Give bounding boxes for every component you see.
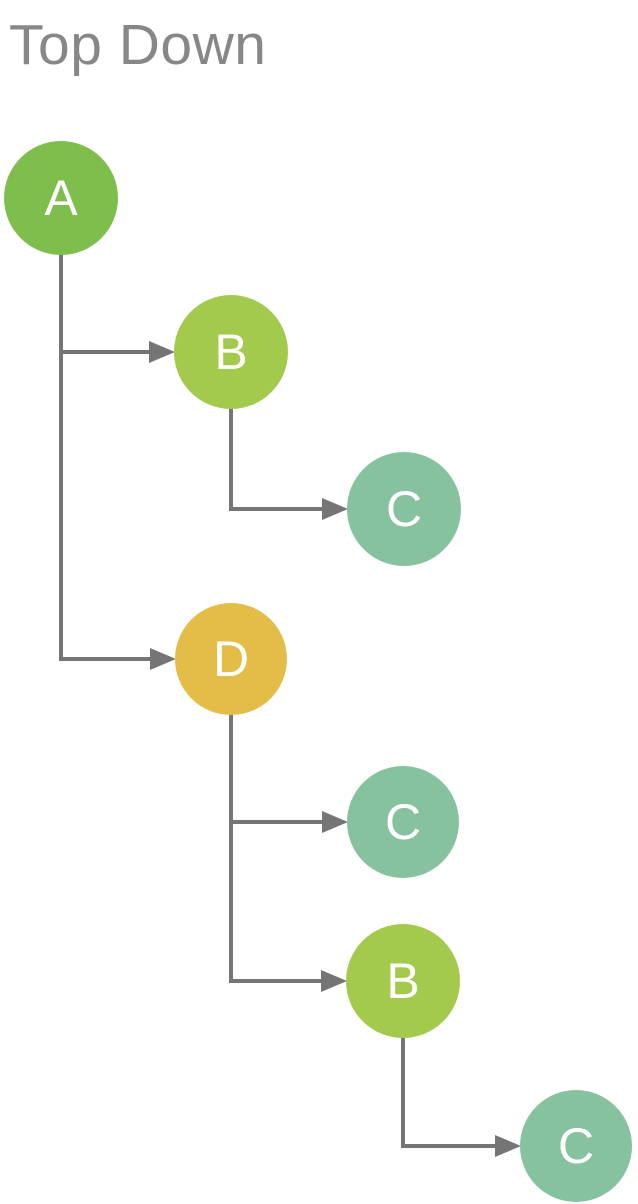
node-circle[interactable] [347,766,459,878]
arrowhead-icon [149,341,175,363]
edge-B1-to-C1 [229,408,348,520]
node-C1[interactable]: C [347,452,461,566]
edge-line [229,714,323,983]
edge-D-to-C2 [229,714,348,833]
edge-A-to-B1 [59,254,175,363]
arrowhead-icon [495,1135,521,1157]
node-label: A [44,170,78,226]
edge-line [59,254,152,661]
node-D[interactable]: D [175,603,287,715]
node-A[interactable]: A [4,141,118,255]
edge-D-to-B2 [229,714,347,992]
arrowhead-icon [322,811,348,833]
node-C3[interactable]: C [520,1090,632,1202]
node-circle[interactable] [346,924,460,1038]
node-circle[interactable] [347,452,461,566]
node-label: C [558,1118,594,1174]
node-label: B [214,324,247,380]
arrowhead-icon [322,498,348,520]
node-circle[interactable] [175,603,287,715]
edge-B2-to-C3 [401,1037,521,1157]
node-label: B [386,953,419,1009]
arrowhead-icon [321,970,347,992]
node-B1[interactable]: B [174,295,288,409]
edge-line [59,254,151,354]
edge-line [401,1037,497,1148]
arrowhead-icon [150,648,176,670]
node-circle[interactable] [174,295,288,409]
page-title: Top Down [9,13,267,77]
node-label: D [213,631,249,687]
edge-line [229,408,324,511]
node-C2[interactable]: C [347,766,459,878]
node-label: C [385,794,421,850]
node-B2[interactable]: B [346,924,460,1038]
node-label: C [386,481,422,537]
node-circle[interactable] [4,141,118,255]
node-circle[interactable] [520,1090,632,1202]
edge-A-to-D [59,254,176,670]
edge-line [229,714,324,824]
